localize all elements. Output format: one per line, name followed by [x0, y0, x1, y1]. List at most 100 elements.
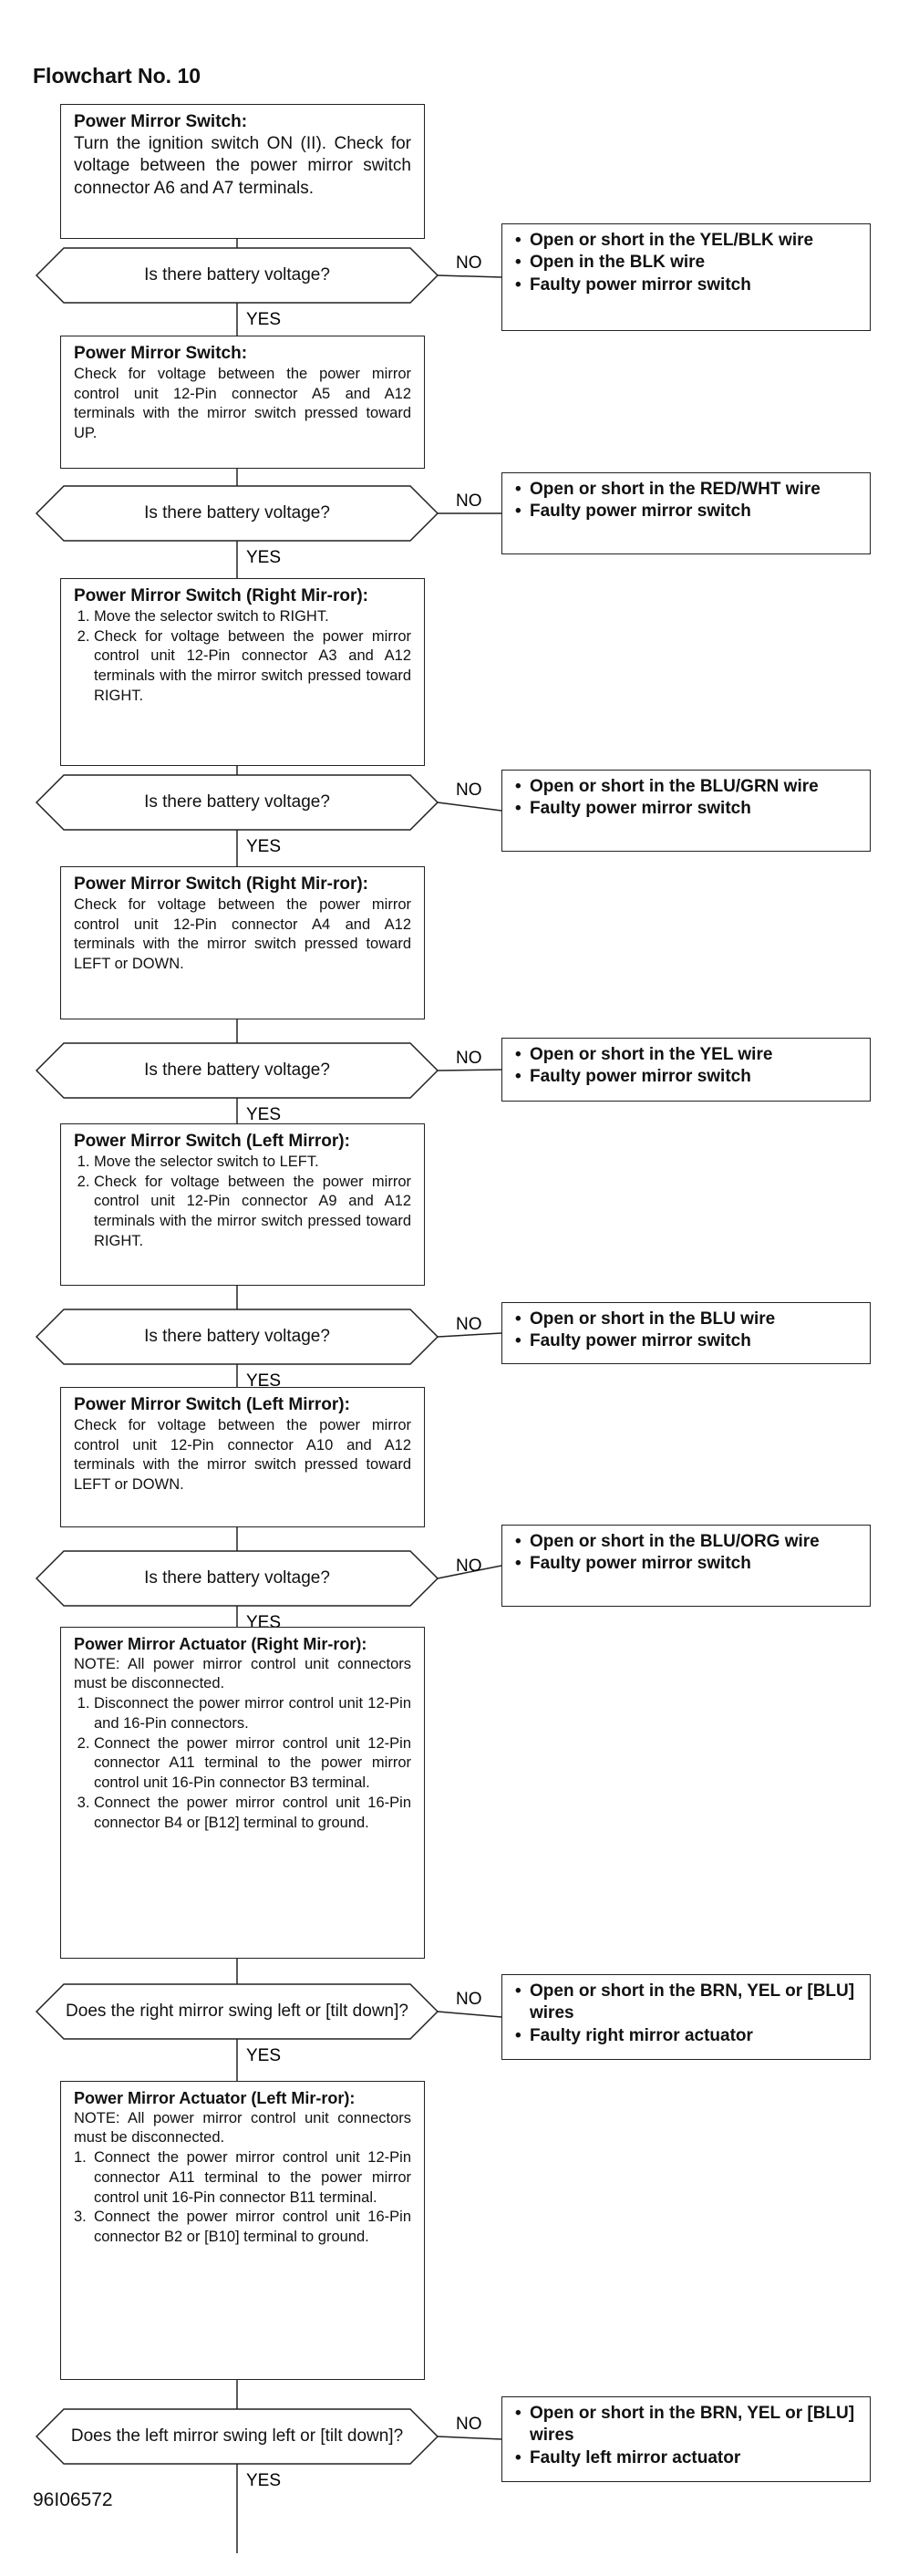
step-box-6: Power Mirror Switch (Left Mirror): Check…: [60, 1387, 425, 1527]
step-instruction: Connect the power mirror control unit 16…: [94, 2209, 411, 2246]
decision-question-container: Is there battery voltage?: [144, 1060, 330, 1080]
no-connector-line: [437, 274, 502, 278]
step-text: Turn the ignition switch ON (II). Check …: [74, 133, 411, 199]
step-box-2: Power Mirror Switch: Check for voltage b…: [60, 336, 425, 469]
decision-shape: [35, 2408, 439, 2465]
step-instruction: Check for voltage between the power mirr…: [94, 627, 411, 707]
decision-question-container: Does the right mirror swing left or [til…: [66, 2001, 408, 2021]
result-item: Faulty power mirror switch: [515, 1066, 861, 1088]
step-instruction: Move the selector switch to LEFT.: [94, 1153, 411, 1173]
decision-question-container: Is there battery voltage?: [144, 1326, 330, 1346]
yes-label: YES: [246, 310, 281, 329]
result-item: Faulty power mirror switch: [515, 1330, 861, 1352]
result-box-8: Open or short in the BRN, YEL or [BLU] w…: [501, 2396, 871, 2482]
no-label: NO: [456, 1990, 482, 2009]
result-box-3: Open or short in the BLU/GRN wire Faulty…: [501, 770, 871, 852]
result-item: Open or short in the BLU/ORG wire: [515, 1531, 861, 1553]
no-connector-line: [437, 2436, 502, 2440]
step-instruction: Check for voltage between the power mirr…: [94, 1173, 411, 1252]
decision-shape: [35, 774, 439, 831]
decision-question: Is there battery voltage?: [144, 1060, 330, 1080]
numbered-item: 1. Connect the power mirror control unit…: [74, 2148, 411, 2208]
yes-label: YES: [246, 2046, 281, 2065]
step-box-8: Power Mirror Actuator (Left Mir-ror): NO…: [60, 2081, 425, 2380]
step-heading: Power Mirror Actuator (Right Mir-ror):: [74, 1635, 367, 1653]
no-label: NO: [456, 253, 482, 273]
result-item: Faulty right mirror actuator: [515, 2025, 861, 2047]
step-instruction: Connect the power mirror control unit 12…: [94, 2149, 411, 2206]
step-text: Check for voltage between the power mirr…: [74, 895, 411, 973]
no-connector-line: [437, 2011, 502, 2018]
step-note: NOTE: All power mirror control unit conn…: [74, 2109, 411, 2147]
result-item: Faulty power mirror switch: [515, 274, 861, 296]
step-instruction: Connect the power mirror control unit 12…: [94, 1734, 411, 1794]
yes-label: YES: [246, 2471, 281, 2490]
result-item: Faulty power mirror switch: [515, 798, 861, 820]
decision-question: Does the right mirror swing left or [til…: [66, 2001, 408, 2021]
result-box-1: Open or short in the YEL/BLK wire Open i…: [501, 223, 871, 331]
decision-question: Is there battery voltage?: [144, 1326, 330, 1346]
item-number: 1.: [74, 2149, 87, 2167]
decision-shape: [35, 247, 439, 304]
step-box-7: Power Mirror Actuator (Right Mir-ror): N…: [60, 1627, 425, 1959]
step-heading: Power Mirror Switch (Right Mir-ror):: [74, 874, 368, 894]
decision-question: Is there battery voltage?: [144, 1567, 330, 1588]
result-box-7: Open or short in the BRN, YEL or [BLU] w…: [501, 1974, 871, 2060]
result-item: Open or short in the BRN, YEL or [BLU] w…: [515, 1981, 861, 2025]
no-label: NO: [456, 1557, 482, 1576]
result-item: Open or short in the YEL wire: [515, 1044, 861, 1066]
result-item: Faulty power mirror switch: [515, 501, 861, 522]
result-item: Open or short in the BRN, YEL or [BLU] w…: [515, 2403, 861, 2447]
step-heading: Power Mirror Switch (Left Mirror):: [74, 1395, 350, 1414]
yes-label: YES: [246, 837, 281, 856]
step-heading: Power Mirror Switch:: [74, 112, 248, 131]
result-item: Open in the BLK wire: [515, 252, 861, 274]
no-connector-line: [437, 1332, 502, 1338]
figure-code: 96I06572: [33, 2489, 113, 2510]
numbered-item: 3. Connect the power mirror control unit…: [74, 2208, 411, 2248]
no-connector-line: [437, 802, 502, 812]
decision-shape: [35, 485, 439, 542]
no-label: NO: [456, 781, 482, 800]
step-note: NOTE: All power mirror control unit conn…: [74, 1655, 411, 1692]
result-item: Open or short in the BLU/GRN wire: [515, 776, 861, 798]
step-box-3: Power Mirror Switch (Right Mir-ror): Mov…: [60, 578, 425, 766]
decision-shape: [35, 1550, 439, 1607]
decision-question: Is there battery voltage?: [144, 264, 330, 284]
decision-question-container: Does the left mirror swing left or [tilt…: [70, 2426, 404, 2446]
step-instruction: Connect the power mirror control unit 16…: [94, 1794, 411, 1834]
decision-question: Is there battery voltage?: [144, 791, 330, 812]
flowchart-title: Flowchart No. 10: [33, 64, 201, 88]
step-box-1: Power Mirror Switch: Turn the ignition s…: [60, 104, 425, 239]
no-label: NO: [456, 1315, 482, 1334]
result-item: Open or short in the RED/WHT wire: [515, 479, 861, 501]
decision-question: Is there battery voltage?: [144, 502, 330, 522]
step-text: Check for voltage between the power mirr…: [74, 365, 411, 442]
result-box-5: Open or short in the BLU wire Faulty pow…: [501, 1302, 871, 1364]
step-box-4: Power Mirror Switch (Right Mir-ror): Che…: [60, 866, 425, 1019]
decision-question: Does the left mirror swing left or [tilt…: [70, 2426, 404, 2446]
no-label: NO: [456, 2415, 482, 2434]
decision-shape: [35, 1042, 439, 1099]
step-heading: Power Mirror Switch (Right Mir-ror):: [74, 586, 368, 605]
decision-shape: [35, 1309, 439, 1365]
decision-question-container: Is there battery voltage?: [144, 264, 330, 284]
step-instruction: Move the selector switch to RIGHT.: [94, 607, 411, 627]
step-text: Check for voltage between the power mirr…: [74, 1416, 411, 1494]
step-heading: Power Mirror Actuator (Left Mir-ror):: [74, 2089, 356, 2107]
result-box-2: Open or short in the RED/WHT wire Faulty…: [501, 472, 871, 554]
decision-question-container: Is there battery voltage?: [144, 1567, 330, 1588]
step-box-5: Power Mirror Switch (Left Mirror): Move …: [60, 1123, 425, 1286]
no-connector-line: [437, 1565, 502, 1579]
yes-label: YES: [246, 1105, 281, 1124]
step-heading: Power Mirror Switch (Left Mirror):: [74, 1132, 350, 1151]
yes-label: YES: [246, 1371, 281, 1391]
result-item: Faulty left mirror actuator: [515, 2447, 861, 2469]
result-item: Open or short in the BLU wire: [515, 1309, 861, 1330]
item-number: 3.: [74, 2209, 87, 2226]
no-label: NO: [456, 491, 482, 511]
decision-question-container: Is there battery voltage?: [144, 791, 330, 812]
decision-shape: [35, 1983, 439, 2040]
result-box-6: Open or short in the BLU/ORG wire Faulty…: [501, 1525, 871, 1607]
